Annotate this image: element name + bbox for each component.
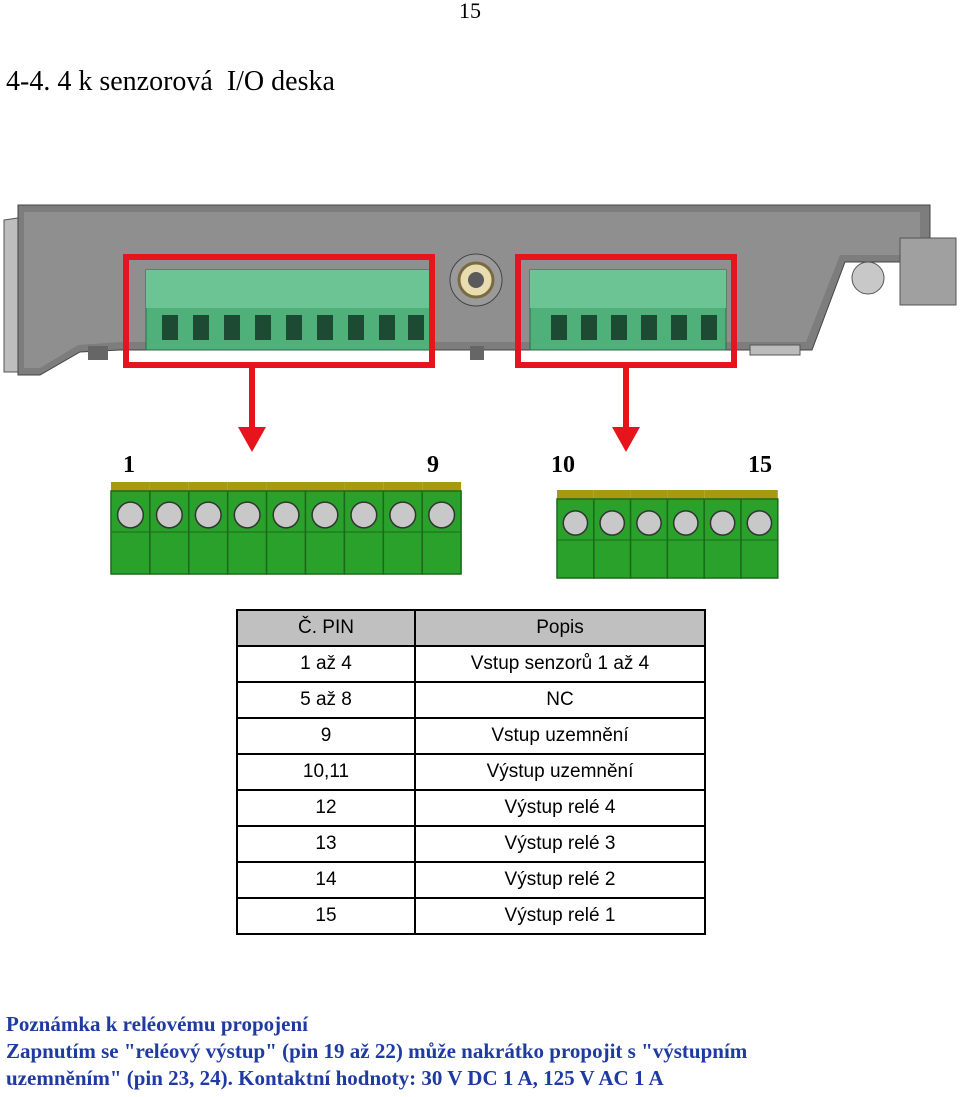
terminal-pin <box>666 490 705 579</box>
terminal-pin <box>226 482 268 575</box>
pin-cell: 13 <box>236 825 416 863</box>
pin-column-header: Č. PIN <box>236 609 416 647</box>
note-line-1: Zapnutím se "reléový výstup" (pin 19 až … <box>6 1039 748 1063</box>
pin-label-15: 15 <box>748 452 772 478</box>
terminal-pin <box>188 482 229 575</box>
pin-cell: 15 <box>236 897 416 935</box>
pin-cell: 5 až 8 <box>236 681 416 719</box>
terminal-pin <box>265 482 307 575</box>
left-terminal-block <box>110 482 462 575</box>
description-cell: Výstup relé 1 <box>414 897 706 935</box>
pin-cell: 1 až 4 <box>236 645 416 683</box>
description-cell: Vstup uzemnění <box>414 717 706 755</box>
note-title: Poznámka k reléovému propojení <box>6 1012 308 1036</box>
audio-jack <box>449 253 503 307</box>
terminal-pin <box>149 482 190 575</box>
terminal-pin <box>593 490 632 579</box>
terminal-pin <box>110 482 151 575</box>
pin-cell: 12 <box>236 789 416 827</box>
description-cell: Výstup relé 2 <box>414 861 706 899</box>
terminal-pin <box>382 482 423 575</box>
right-terminal-block <box>556 490 779 579</box>
pin-cell: 10,11 <box>236 753 416 791</box>
pin-cell: 9 <box>236 717 416 755</box>
page-number: 15 <box>459 0 481 23</box>
description-cell: NC <box>414 681 706 719</box>
right-arrow <box>612 365 640 452</box>
pin-label-9: 9 <box>427 452 439 478</box>
terminal-pin <box>343 482 385 575</box>
left-highlight-box <box>123 254 435 368</box>
terminal-pin <box>304 482 346 575</box>
terminal-pin <box>421 482 462 575</box>
description-cell: Vstup senzorů 1 až 4 <box>414 645 706 683</box>
description-column-header: Popis <box>414 609 706 647</box>
pin-label-1: 1 <box>123 452 135 478</box>
terminal-pin <box>740 490 779 579</box>
terminal-pin <box>556 490 595 579</box>
section-heading: 4-4. 4 k senzorová I/O deska <box>6 66 335 97</box>
description-cell: Výstup relé 4 <box>414 789 706 827</box>
description-cell: Výstup uzemnění <box>414 753 706 791</box>
terminal-pin <box>629 490 669 579</box>
left-terminal-connector <box>145 269 431 351</box>
relay-note: Poznámka k reléovému propojení Zapnutím … <box>6 1011 956 1092</box>
io-board-illustration: 1 9 10 15 <box>3 204 957 579</box>
pin-label-10: 10 <box>551 452 575 478</box>
right-terminal-connector <box>529 269 727 351</box>
terminal-pin <box>703 490 742 579</box>
pin-cell: 14 <box>236 861 416 899</box>
description-cell: Výstup relé 3 <box>414 825 706 863</box>
table-header-row: Č. PIN Popis <box>236 609 706 647</box>
note-line-2: uzemněním" (pin 23, 24). Kontaktní hodno… <box>6 1066 664 1090</box>
left-arrow <box>238 365 266 452</box>
